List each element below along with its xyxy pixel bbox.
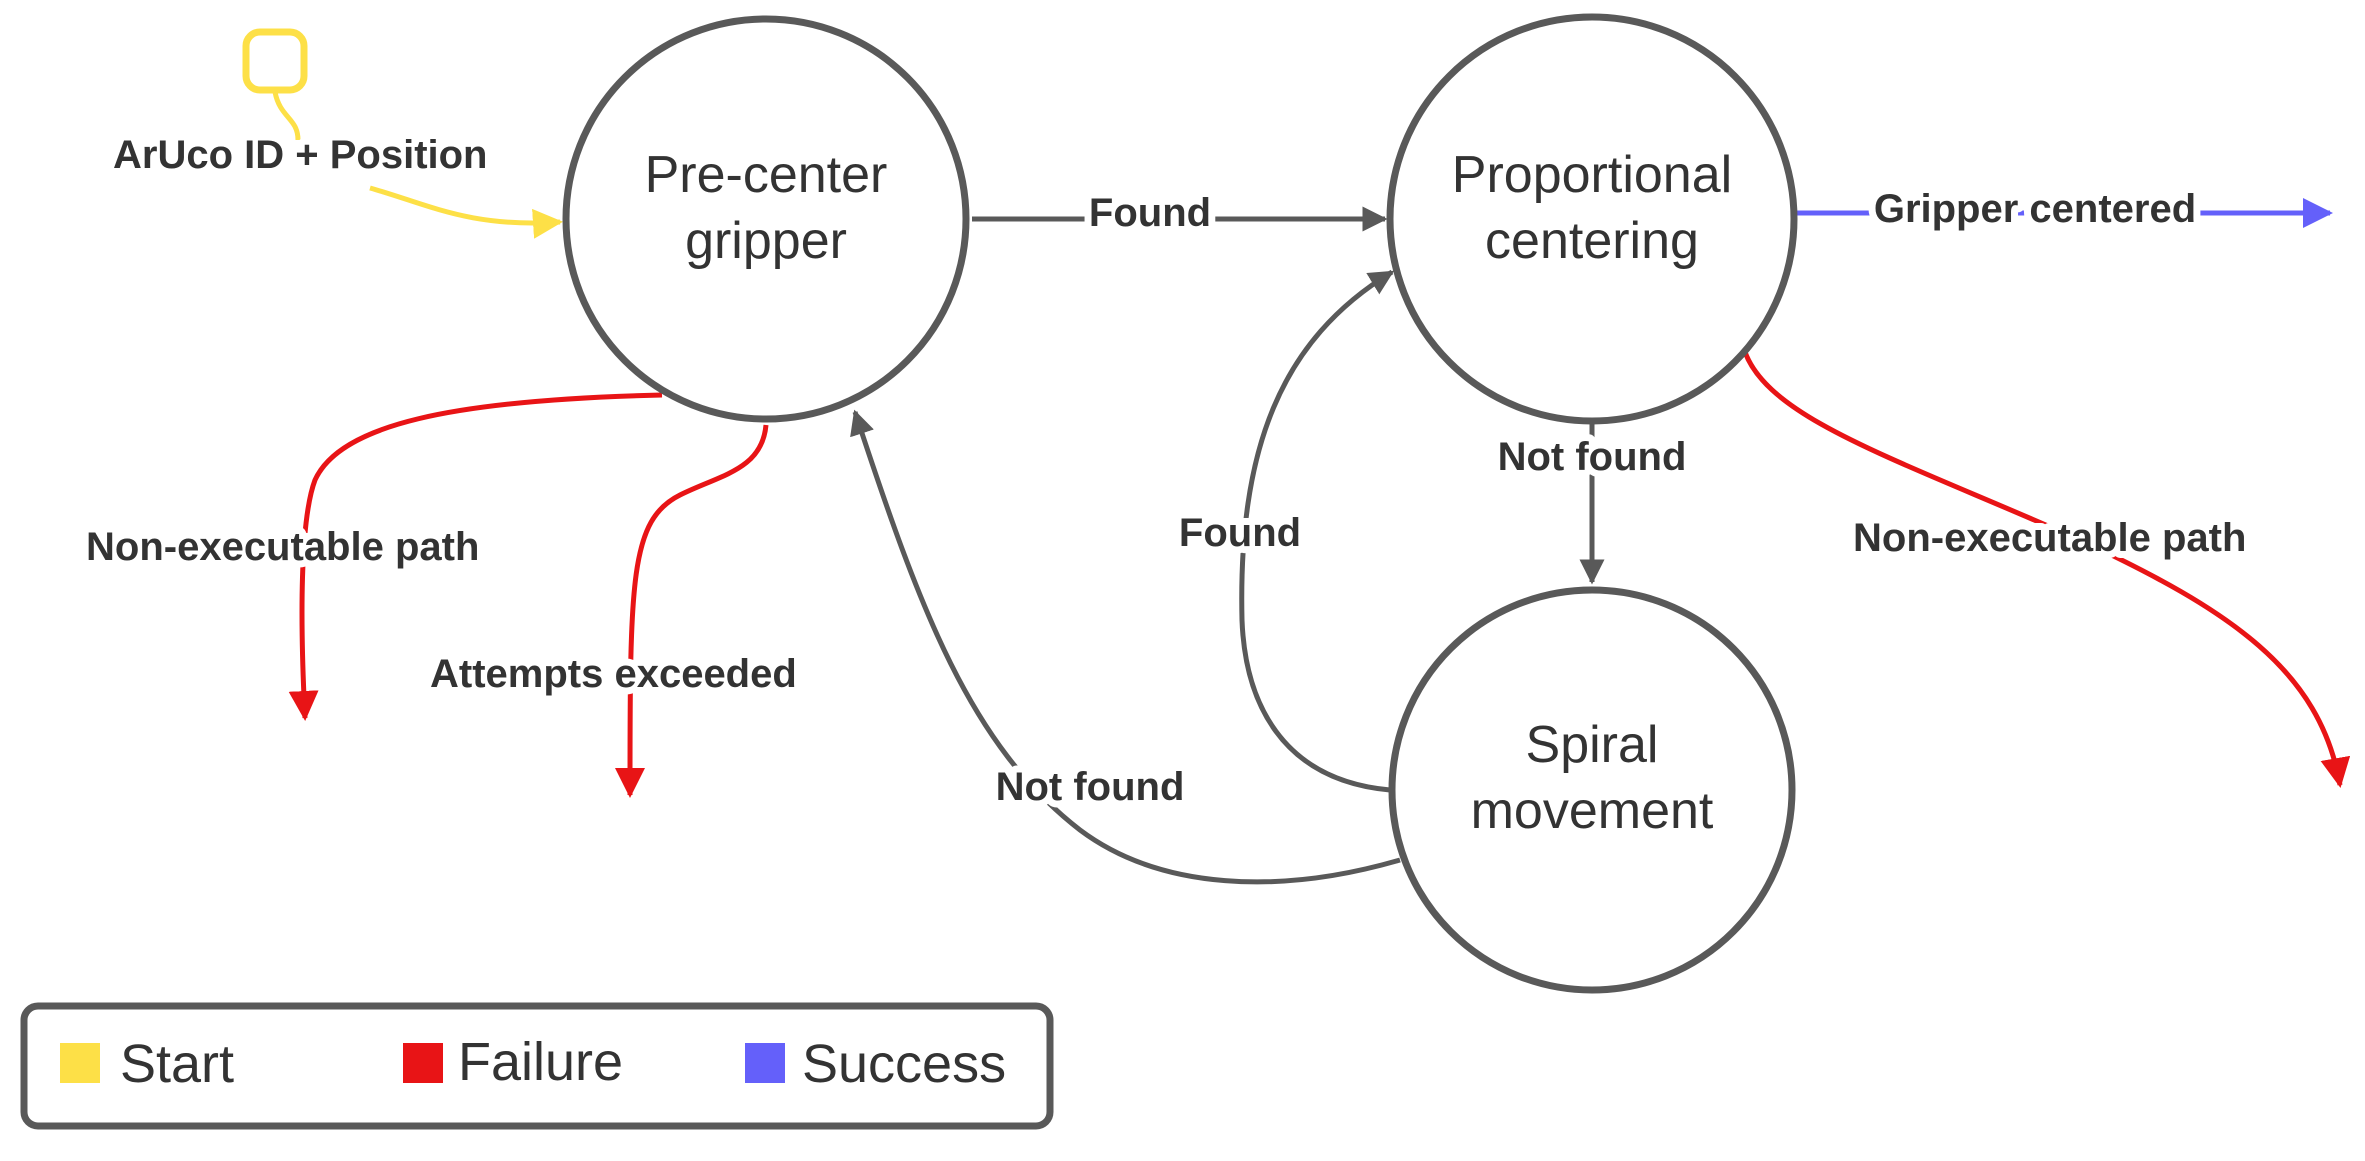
legend-frame bbox=[20, 1002, 1054, 1130]
label-proportional-non-executable: Non-executable path bbox=[1853, 516, 2246, 560]
state-label-line1: Proportional bbox=[1452, 146, 1732, 204]
legend: Start Failure Success bbox=[20, 1002, 1054, 1130]
state-pre-center-gripper: Pre-center gripper bbox=[562, 15, 970, 423]
legend-swatch-success bbox=[745, 1043, 785, 1083]
label-spiral-not-found: Not found bbox=[996, 765, 1185, 809]
label-precenter-non-executable: Non-executable path bbox=[86, 525, 479, 569]
state-label-line2: movement bbox=[1471, 782, 1714, 840]
state-spiral-movement: Spiral movement bbox=[1388, 586, 1796, 994]
state-label-line2: gripper bbox=[685, 212, 847, 270]
state-proportional-centering: Proportional centering bbox=[1386, 13, 1798, 425]
legend-swatch-start bbox=[60, 1043, 100, 1083]
label-spiral-found: Found bbox=[1179, 511, 1301, 555]
state-label-line1: Spiral bbox=[1526, 716, 1659, 774]
edge-spiral-found bbox=[1239, 269, 1395, 793]
legend-label-start: Start bbox=[120, 1034, 234, 1094]
state-label-line1: Pre-center bbox=[645, 146, 888, 204]
legend-swatch-failure bbox=[403, 1043, 443, 1083]
start-input-edge bbox=[369, 185, 563, 239]
label-precenter-attempts-exceeded: Attempts exceeded bbox=[430, 652, 797, 696]
label-start-input: ArUco ID + Position bbox=[113, 133, 488, 177]
legend-label-failure: Failure bbox=[458, 1032, 623, 1092]
edge-proportional-non-executable bbox=[1742, 351, 2351, 788]
label-proportional-not-found: Not found bbox=[1498, 435, 1687, 479]
start-edge bbox=[272, 91, 301, 141]
edge-precenter-attempts-exceeded bbox=[615, 424, 769, 798]
label-proportional-success: Gripper centered bbox=[1874, 187, 2196, 231]
legend-label-success: Success bbox=[802, 1034, 1006, 1094]
edge-spiral-not-found bbox=[850, 409, 1401, 885]
edge-precenter-non-executable bbox=[288, 392, 663, 721]
label-precenter-found: Found bbox=[1089, 191, 1211, 235]
state-label-line2: centering bbox=[1485, 212, 1699, 270]
start-marker-icon bbox=[242, 28, 308, 94]
